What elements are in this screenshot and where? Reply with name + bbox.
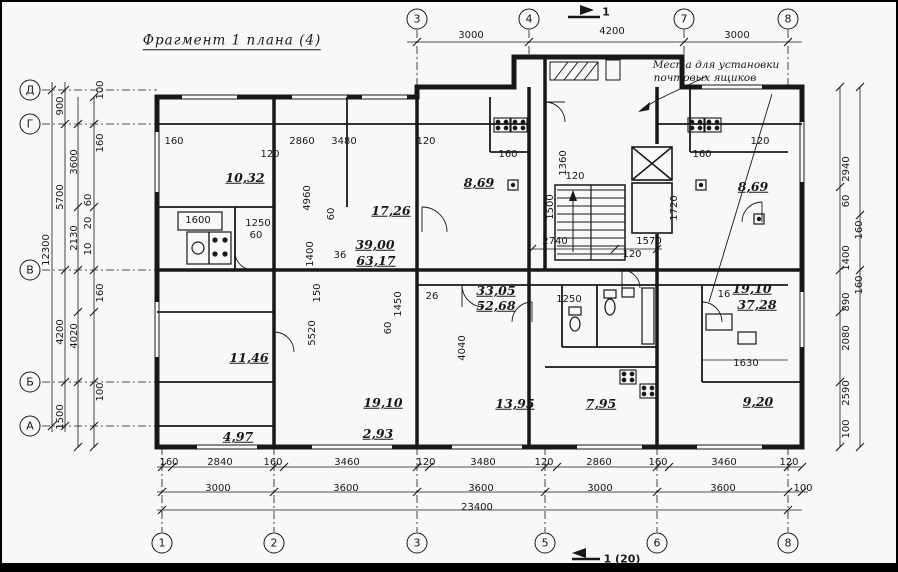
scan-border-bottom	[2, 563, 896, 570]
axis-extension-lines	[42, 30, 789, 532]
dimension-ticks	[47, 37, 865, 515]
interior-bearing-walls	[157, 57, 802, 447]
elevator-shaft	[631, 146, 673, 234]
mailbox-block	[549, 59, 621, 81]
door-arcs	[234, 101, 763, 353]
kitchen-fixtures	[177, 211, 232, 265]
dimension-lines	[51, 41, 861, 511]
exterior-walls	[154, 54, 805, 450]
bathroom-fixtures	[507, 179, 765, 345]
leader-lines	[638, 75, 773, 303]
section-flag-bottom	[572, 548, 600, 561]
section-flag-top	[568, 5, 600, 19]
staircase	[554, 184, 626, 261]
stove-symbols	[493, 117, 722, 399]
partition-walls	[157, 87, 802, 427]
windows	[153, 54, 806, 451]
